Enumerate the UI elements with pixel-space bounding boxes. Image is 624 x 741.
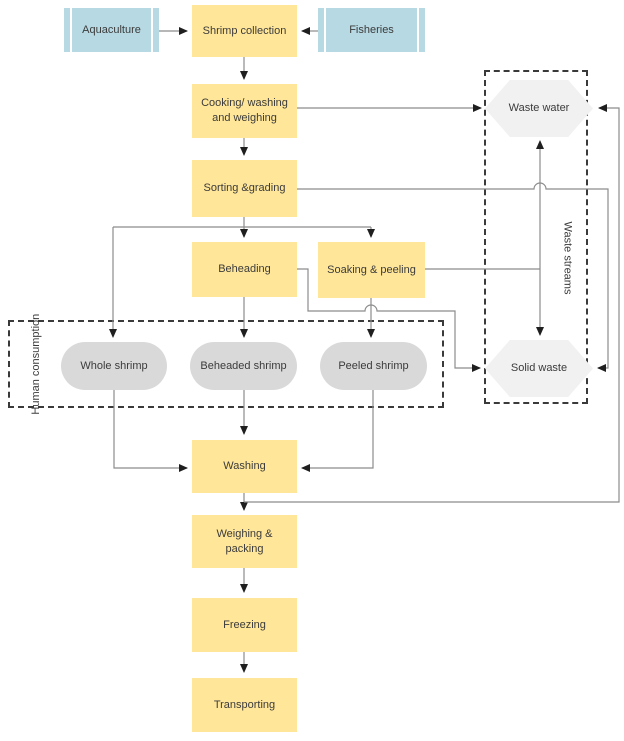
node-peeled-shrimp: Peeled shrimp bbox=[320, 342, 427, 390]
waste-streams-label: Waste streams bbox=[561, 221, 574, 295]
node-freezing: Freezing bbox=[192, 598, 297, 652]
node-cooking-washing-weighing: Cooking/ washing and weighing bbox=[192, 84, 297, 138]
node-fisheries: Fisheries bbox=[318, 8, 425, 52]
node-sorting-grading: Sorting &grading bbox=[192, 160, 297, 217]
node-transporting: Transporting bbox=[192, 678, 297, 732]
node-weighing-packing: Weighing & packing bbox=[192, 515, 297, 568]
node-aquaculture: Aquaculture bbox=[64, 8, 159, 52]
node-soaking-peeling: Soaking & peeling bbox=[318, 242, 425, 298]
node-whole-shrimp: Whole shrimp bbox=[61, 342, 167, 390]
node-beheading: Beheading bbox=[192, 242, 297, 297]
node-washing: Washing bbox=[192, 440, 297, 493]
node-shrimp-collection: Shrimp collection bbox=[192, 5, 297, 57]
node-beheaded-shrimp: Beheaded shrimp bbox=[190, 342, 297, 390]
human-consumption-label: Human consumption bbox=[29, 313, 42, 415]
